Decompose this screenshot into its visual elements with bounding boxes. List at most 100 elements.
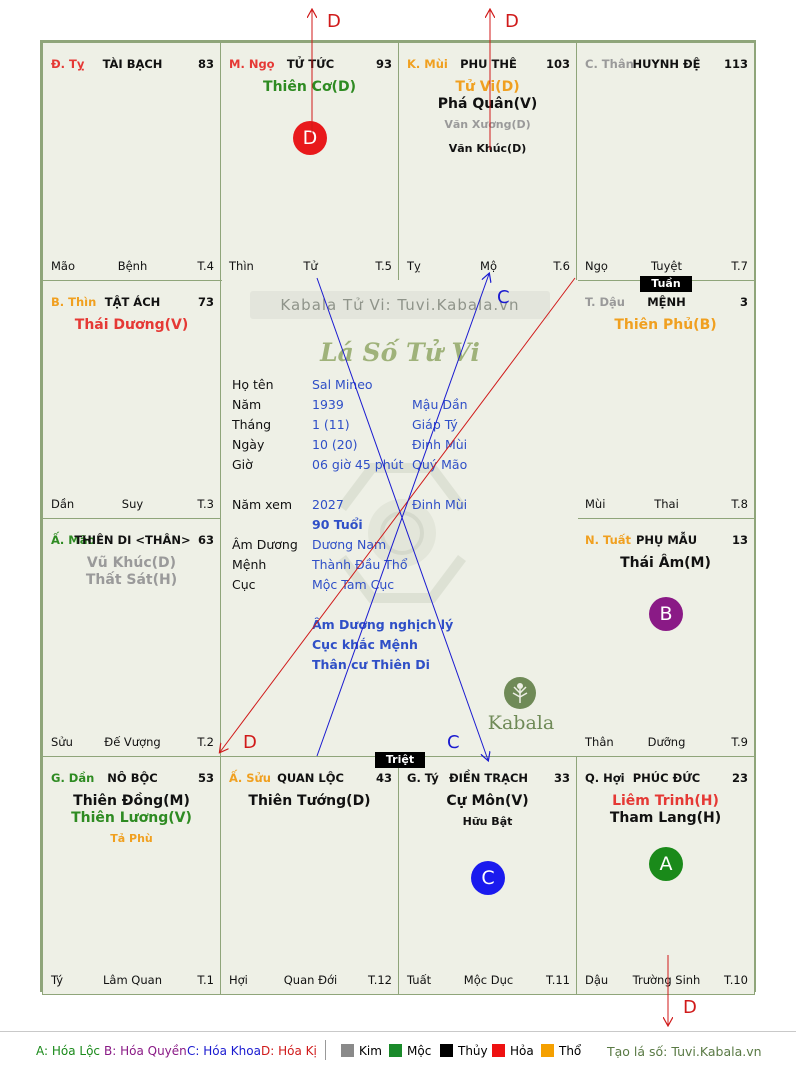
label-d-top-left: D [327, 11, 341, 32]
palace-footer: Thìn Tử T.5 [229, 259, 392, 273]
palace-phase: Quan Đới [283, 973, 338, 987]
palace-branch: Tỵ [407, 259, 421, 273]
palace-term: T.2 [197, 735, 214, 749]
star-name: Thiên Lương(V) [71, 810, 192, 826]
legend-hoa-ki: D: Hóa Kị [261, 1044, 317, 1058]
legend-hoa: Hỏa [492, 1044, 534, 1058]
palace-term: T.7 [731, 259, 748, 273]
gio-value: 06 giờ 45 phút [312, 457, 404, 472]
palace-branch: Mão [51, 259, 76, 273]
label-d-top-right: D [505, 11, 519, 32]
palace-stars: Thiên Đồng(M)Thiên Lương(V)Tả Phù [43, 793, 220, 851]
star-name: Thiên Đồng(M) [73, 793, 190, 809]
palace-term: T.6 [553, 259, 570, 273]
palace-name: MỆNH [647, 295, 686, 309]
note-than-cu: Thân cư Thiên Di [312, 657, 430, 672]
am-duong-label: Âm Dương [232, 537, 298, 552]
star-name: Văn Khúc(D) [448, 142, 527, 155]
palace-term: T.12 [368, 973, 392, 987]
palace-can: G. Dần [51, 771, 95, 785]
palace-name: PHU THÊ [460, 57, 517, 71]
palace-can: Q. Hợi [585, 771, 625, 785]
thang-value: 1 (11) [312, 417, 350, 432]
legend-hoa-loc: A: Hóa Lộc [36, 1044, 101, 1058]
palace-name: QUAN LỘC [277, 771, 344, 785]
palace-term: T.9 [731, 735, 748, 749]
palace-name: TỬ TỨC [286, 57, 335, 71]
legend-hoa-quyen: B: Hóa Quyền [104, 1044, 187, 1058]
palace-term: T.3 [197, 497, 214, 511]
palace-branch: Dậu [585, 973, 609, 987]
gio-can-chi: Quý Mão [412, 457, 468, 472]
badge-d-icon: D [293, 121, 327, 155]
arrow-d-diagonal [220, 277, 576, 752]
palace-number: 83 [197, 57, 214, 71]
palace-term: T.5 [375, 259, 392, 273]
palace-phase: Đế Vượng [104, 735, 161, 749]
palace-branch: Thân [585, 735, 614, 749]
star-name: Phá Quân(V) [437, 96, 538, 112]
palace-name: PHÚC ĐỨC [632, 771, 701, 785]
palace-stars: Thiên Tướng(D) [221, 793, 398, 810]
palace-stars: Liêm Trinh(H)Tham Lang(H) [577, 793, 754, 827]
star-name: Cự Môn(V) [446, 793, 529, 809]
watermark-banner: Kabala Tử Vi: Tuvi.Kabala.vn [250, 291, 550, 319]
palace-term: T.8 [731, 497, 748, 511]
palace-can: K. Mùi [407, 57, 448, 71]
palace-phase: Thai [654, 497, 679, 511]
label-c-upper: C [497, 287, 510, 308]
star-name: Thiên Cơ(D) [263, 79, 356, 95]
palace-phase: Tử [303, 259, 318, 273]
palace-phase: Mộ [480, 259, 497, 273]
palace-number: 73 [197, 295, 214, 309]
palace-can: Ấ. Sửu [229, 771, 271, 785]
palace-stars: Thái Dương(V) [43, 317, 220, 334]
palace-name: NÔ BỘC [107, 771, 158, 785]
palace-phase: Mộc Dục [463, 973, 514, 987]
legend-thuy: Thủy [440, 1044, 488, 1058]
ho-ten-value: Sal Mineo [312, 377, 373, 392]
palace-phase: Trường Sinh [632, 973, 701, 987]
palace-stars: Cự Môn(V)Hữu Bật [399, 793, 576, 834]
palace-footer: Tỵ Mộ T.6 [407, 259, 570, 273]
star-name: Tham Lang(H) [609, 810, 722, 826]
palace-number: 113 [723, 57, 748, 71]
palace-branch: Thìn [229, 259, 254, 273]
palace-name: TẬT ÁCH [104, 295, 161, 309]
palace-branch: Mùi [585, 497, 606, 511]
palace-term: T.11 [546, 973, 570, 987]
palace-name: ĐIỀN TRẠCH [448, 771, 529, 785]
palace-number: 53 [197, 771, 214, 785]
palace-number: 43 [375, 771, 392, 785]
ho-ten-label: Họ tên [232, 377, 274, 392]
tuoi-value: 90 Tuổi [312, 517, 363, 532]
center-info-panel: Kabala Tử Vi: Tuvi.Kabala.vn Lá Số Tử Vi… [222, 280, 578, 756]
label-d-bottom: D [683, 997, 697, 1018]
palace-phase: Bệnh [117, 259, 148, 273]
palace-can: M. Ngọ [229, 57, 275, 71]
palace-name: PHỤ MẪU [635, 533, 698, 547]
legend-hoa-khoa: C: Hóa Khoa [187, 1044, 261, 1058]
nam-xem-label: Năm xem [232, 497, 293, 512]
arrow-c-upper [316, 274, 489, 757]
star-name: Thái Âm(M) [620, 555, 711, 571]
ngay-label: Ngày [232, 437, 265, 452]
nam-label: Năm [232, 397, 262, 412]
star-name: Thiên Phủ(B) [614, 317, 717, 333]
palace-can: Đ. Tỵ [51, 57, 85, 71]
palace-number: 23 [731, 771, 748, 785]
star-name: Thiên Tướng(D) [248, 793, 371, 809]
thang-label: Tháng [232, 417, 272, 432]
legend-kim: Kim [341, 1044, 382, 1058]
kabala-tree-icon [504, 677, 536, 709]
